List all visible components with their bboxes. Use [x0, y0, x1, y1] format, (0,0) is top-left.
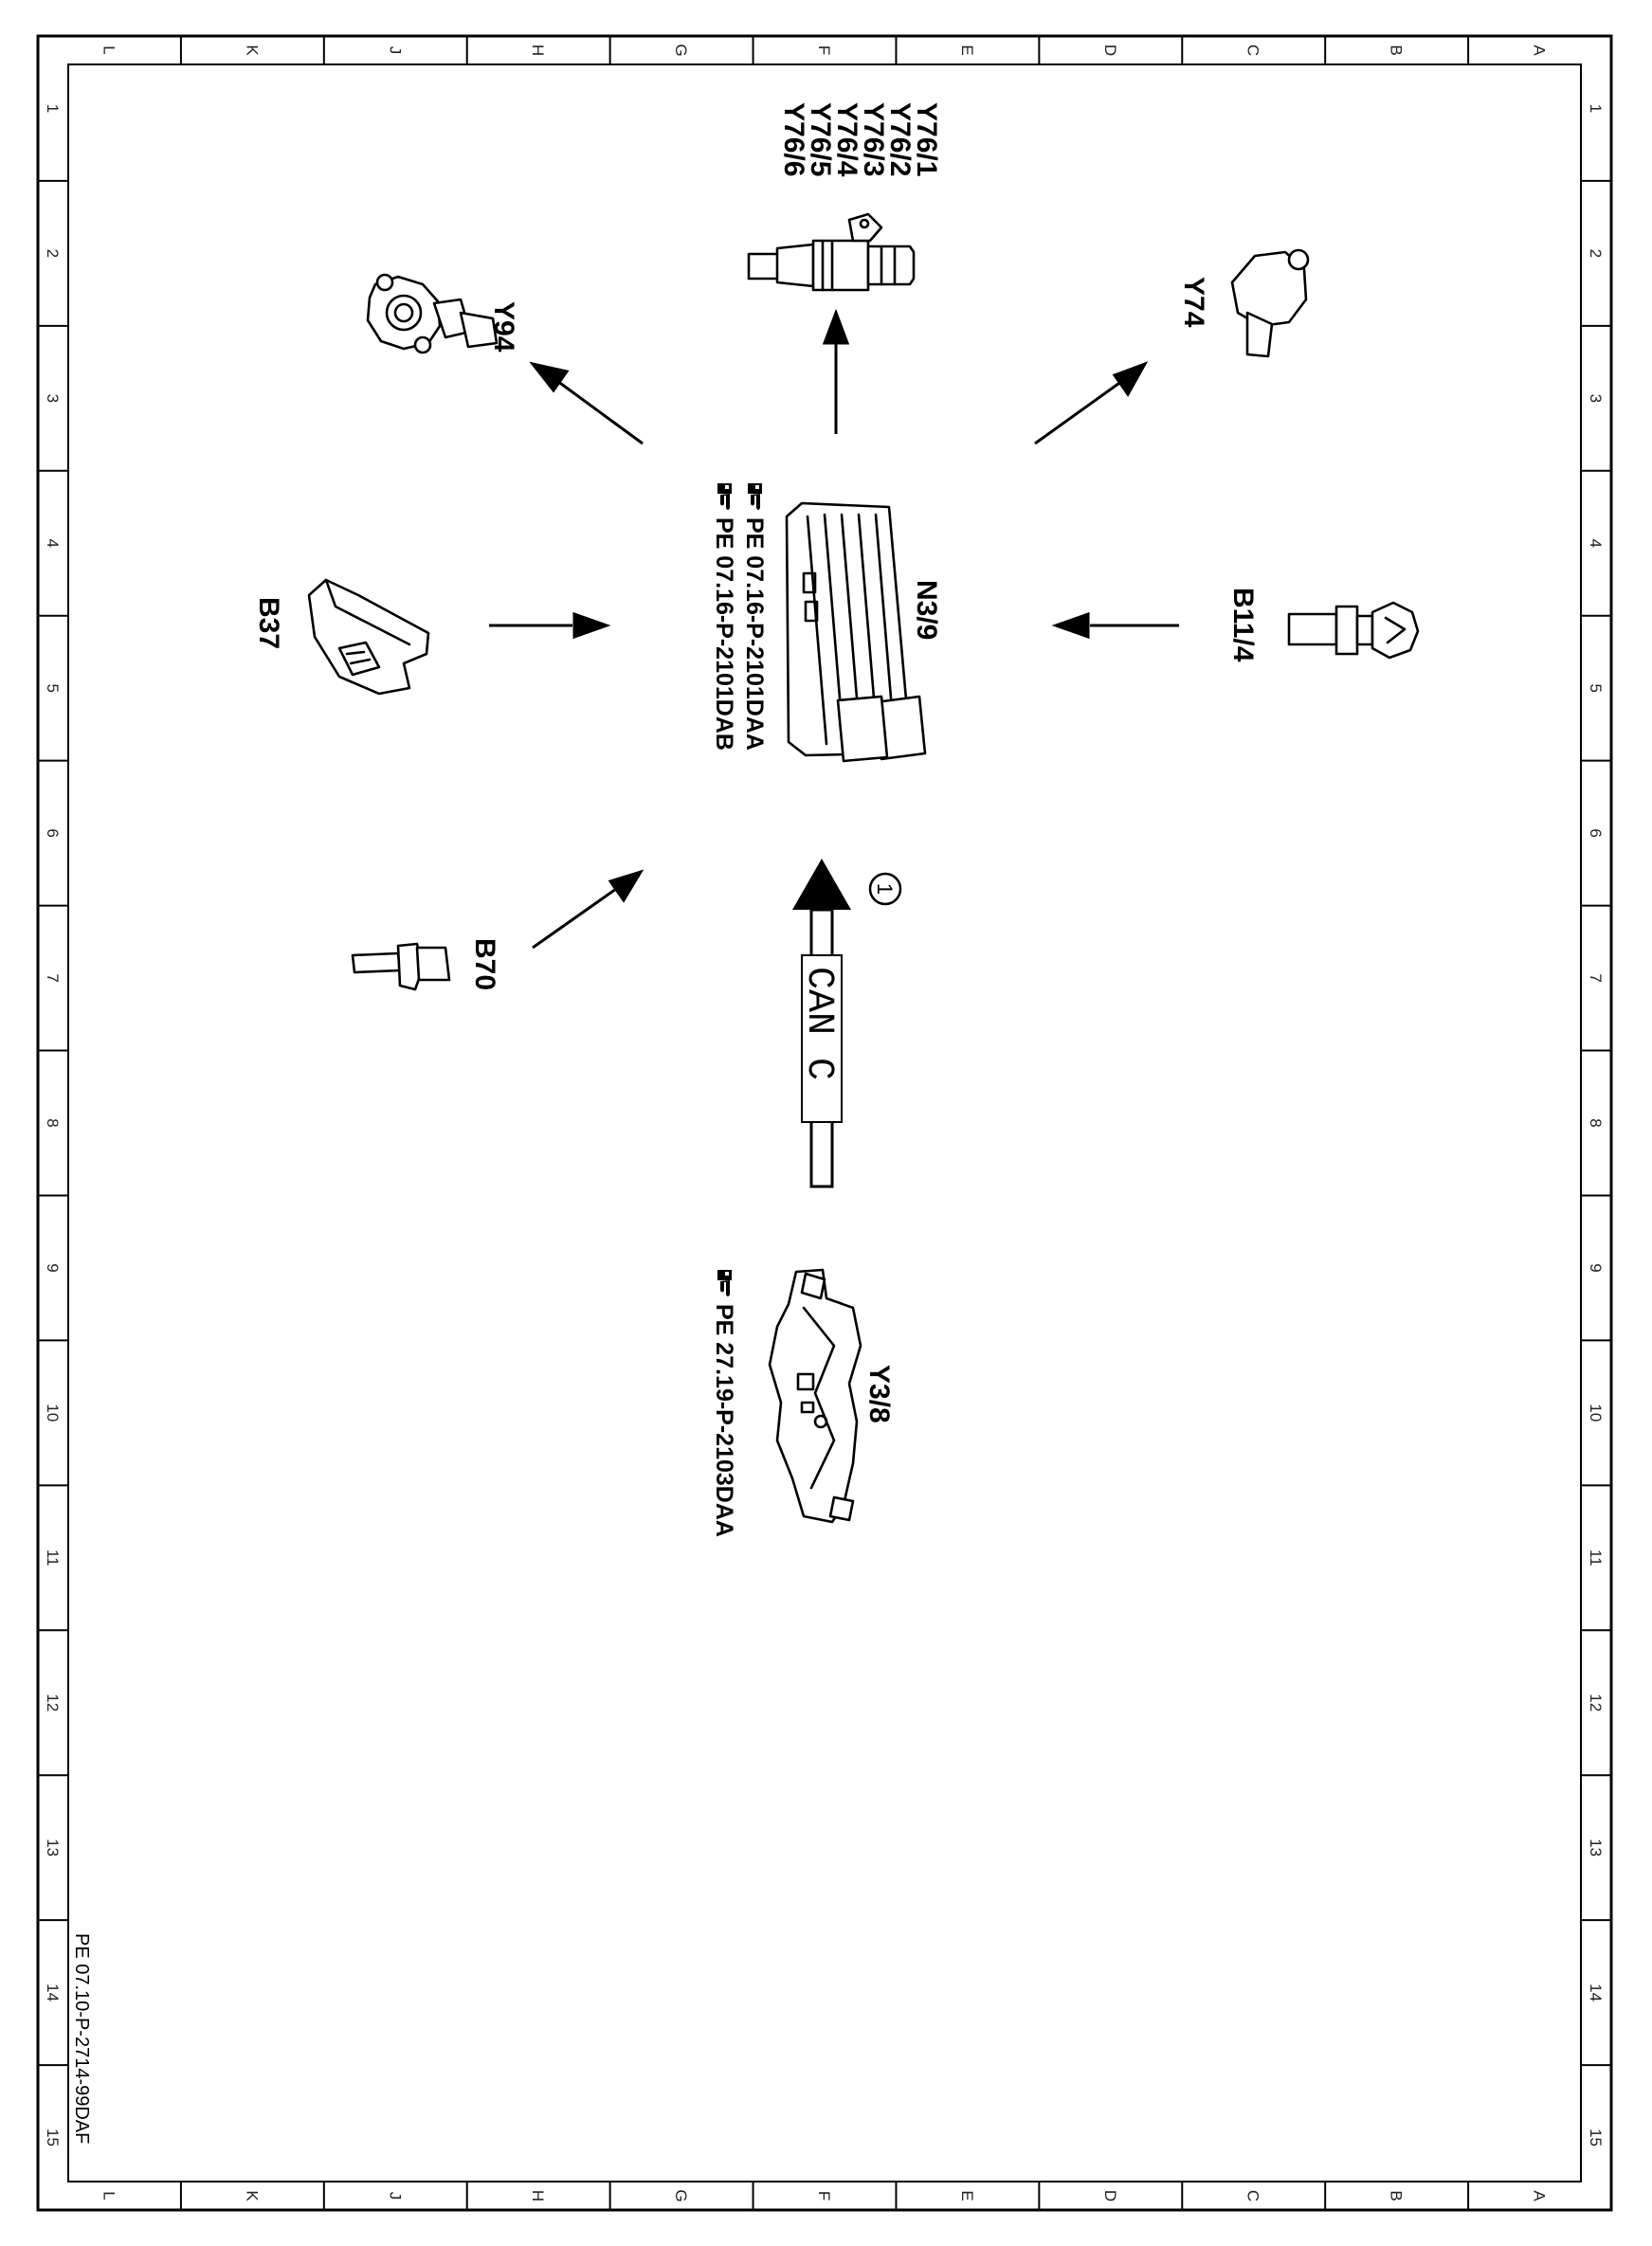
y76-1-label: Y76/1 [911, 102, 942, 176]
y76-injector [747, 212, 916, 292]
grid-label: 6 [1587, 828, 1605, 837]
y3-8-reference: PE 27.19-P-2103DAA [711, 1270, 737, 1537]
document-id: PE 07.10-P-2714-99DAF [71, 1933, 92, 2144]
grid-label: D [1101, 2190, 1119, 2201]
grid-label: 7 [1587, 973, 1605, 982]
grid-label: 12 [44, 1694, 62, 1712]
arrow-to-y76 [822, 308, 850, 345]
pointing-hand-icon [717, 1270, 732, 1296]
grid-label: 2 [1587, 249, 1605, 258]
grid-label: 3 [1587, 394, 1605, 403]
can-bus-marker [868, 872, 902, 906]
grid-label: 1 [44, 104, 62, 113]
grid-label: 7 [44, 973, 62, 982]
pointing-hand-icon [717, 483, 732, 510]
can-bus-label: CAN C [797, 967, 840, 1080]
grid-label: 8 [1587, 1118, 1605, 1127]
grid-label: 11 [44, 1549, 62, 1567]
arrow-from-b70 [608, 869, 644, 903]
grid-label: 5 [1587, 683, 1605, 692]
grid-label: C [1244, 45, 1262, 56]
y3-8-ref-1: PE 27.19-P-2103DAA [711, 1304, 737, 1537]
y3-8-label: Y3/8 [863, 1365, 895, 1423]
grid-label: 5 [44, 683, 62, 692]
b37-label: B37 [253, 597, 284, 649]
grid-label: F [815, 2191, 833, 2201]
grid-label: 13 [44, 1838, 62, 1857]
grid-label: L [100, 2191, 118, 2200]
arrow-from-b11-4 [1051, 611, 1090, 640]
b70-label: B70 [469, 938, 500, 990]
y94-valve [366, 273, 499, 354]
grid-label: C [1244, 2190, 1262, 2201]
y94-label: Y94 [488, 301, 519, 353]
grid-label: A [1531, 2190, 1549, 2201]
grid-label: H [529, 45, 547, 56]
n3-9-ref-1: PE 07.16-P-2101DAA [741, 517, 768, 751]
grid-label: 2 [44, 249, 62, 258]
y76-6-label: Y76/6 [778, 102, 809, 176]
n3-9-ref-2: PE 07.16-P-2101DAB [711, 517, 737, 751]
b11-4-sensor [1287, 601, 1420, 660]
grid-label: A [1531, 45, 1549, 56]
grid-label: K [243, 2190, 261, 2201]
grid-label: 3 [44, 394, 62, 403]
grid-label: H [529, 2190, 547, 2201]
arrow-to-y74 [1112, 361, 1149, 397]
grid-label: 10 [1587, 1404, 1605, 1422]
grid-label: 15 [44, 2128, 62, 2146]
arrow-from-b37 [572, 611, 611, 640]
grid-label: E [958, 45, 976, 55]
grid-label: 8 [44, 1118, 62, 1127]
n3-9-label: N3/9 [911, 580, 942, 640]
grid-label: 4 [44, 539, 62, 548]
b11-4-label: B11/4 [1227, 588, 1259, 662]
grid-label: K [243, 45, 261, 56]
grid-label: 14 [1587, 1983, 1605, 2001]
y3-8-transmission-control [768, 1268, 862, 1524]
grid-label: 14 [44, 1983, 62, 2001]
grid-label: L [100, 45, 118, 54]
can-bus-marker-text: 1 [873, 883, 897, 895]
n3-9-control-unit [785, 501, 927, 763]
grid-label: B [1388, 2190, 1406, 2201]
b37-pedal-sensor [307, 578, 430, 696]
grid-label: 9 [1587, 1263, 1605, 1272]
grid-label: 13 [1587, 1838, 1605, 1857]
grid-label: J [386, 2192, 404, 2201]
y76-4-label: Y76/4 [831, 102, 862, 177]
grid-label: E [958, 2190, 976, 2201]
b70-sensor [351, 942, 451, 991]
grid-label: 10 [44, 1404, 62, 1422]
grid-label: 6 [44, 828, 62, 837]
y76-3-label: Y76/3 [858, 102, 889, 176]
grid-label: 4 [1587, 539, 1605, 548]
y76-5-label: Y76/5 [805, 102, 836, 176]
pointing-hand-icon [748, 483, 762, 510]
n3-9-references: PE 07.16-P-2101DAA PE 07.16-P-2101DAB [711, 483, 768, 751]
can-bus-arrowhead [792, 859, 851, 910]
grid-label: F [815, 45, 833, 55]
grid-label: B [1388, 45, 1406, 55]
y76-2-label: Y76/2 [884, 102, 916, 176]
signal-arrows [489, 308, 1179, 950]
grid-label: 12 [1587, 1694, 1605, 1712]
y74-label: Y74 [1178, 277, 1209, 328]
grid-label: G [672, 2189, 690, 2201]
grid-label: G [672, 44, 690, 56]
can-c-bus: CAN C 1 [792, 859, 902, 1188]
grid-label: 9 [44, 1263, 62, 1272]
grid-label: 11 [1587, 1549, 1605, 1567]
grid-label: J [386, 46, 404, 55]
grid-label: 15 [1587, 2128, 1605, 2146]
grid-label: 1 [1587, 104, 1605, 113]
arrow-to-y94 [529, 361, 570, 393]
y74-valve [1230, 248, 1310, 358]
y76-labels: Y76/1 Y76/2 Y76/3 Y76/4 Y76/5 Y76/6 [778, 102, 942, 177]
grid-label: D [1101, 45, 1119, 56]
